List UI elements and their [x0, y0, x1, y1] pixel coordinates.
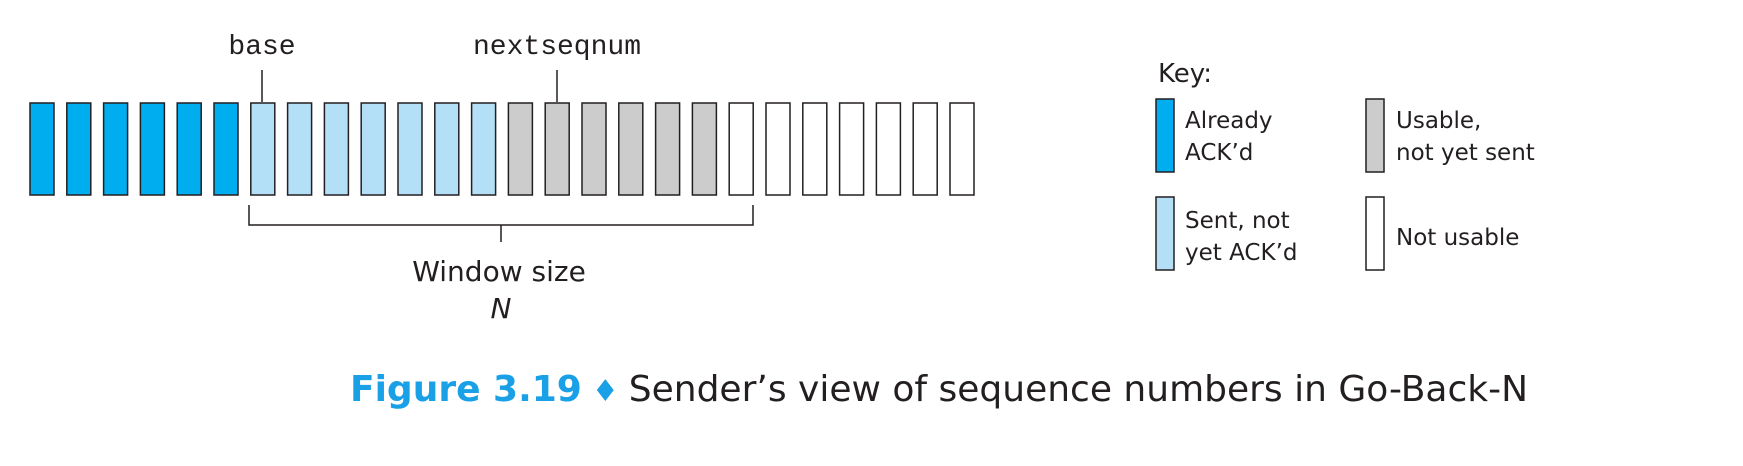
- key-item-sent: Sent, not yet ACK’d: [1155, 196, 1297, 271]
- key-item-already-acked: Already ACK’d: [1155, 98, 1273, 173]
- sequence-slot-acked: [213, 102, 239, 196]
- sequence-slot-sent: [397, 102, 423, 196]
- sequence-slots: [29, 102, 975, 196]
- sequence-slot-acked: [102, 102, 129, 196]
- sequence-slot-acked: [176, 102, 202, 196]
- sequence-slot-usable: [618, 102, 644, 196]
- sequence-slot-usable: [507, 102, 534, 196]
- key-swatch-usable: [1365, 98, 1385, 173]
- sequence-slot-acked: [139, 102, 166, 196]
- sequence-slot-sent: [360, 102, 386, 196]
- figure-caption-text: Sender’s view of sequence numbers in Go-…: [628, 369, 1529, 410]
- key-title: Key:: [1158, 59, 1212, 89]
- key-label-sent-line2: yet ACK’d: [1185, 240, 1297, 266]
- key-label-usable-line2: not yet sent: [1396, 140, 1535, 166]
- window-size-label: Window size: [412, 255, 586, 288]
- key-swatch-not-usable: [1365, 196, 1385, 271]
- sequence-slot-sent: [323, 102, 350, 196]
- sequence-slot-acked: [29, 102, 55, 196]
- sequence-slot-notusable: [765, 102, 791, 196]
- window-size-variable: N: [491, 292, 512, 325]
- base-label: base: [228, 32, 295, 63]
- sequence-slot-acked: [66, 102, 92, 196]
- key-label-sent-line1: Sent, not: [1185, 208, 1290, 234]
- sequence-slot-notusable: [875, 102, 902, 196]
- sequence-slot-usable: [581, 102, 607, 196]
- figure-caption: Figure 3.19 ♦ Sender’s view of sequence nu…: [350, 355, 1743, 425]
- sequence-slot-usable: [654, 102, 681, 196]
- sequence-slot-sent: [286, 102, 313, 196]
- key-label-acked-line1: Already: [1185, 108, 1273, 134]
- key-label-acked-line2: ACK’d: [1185, 140, 1253, 166]
- diamond-icon: ♦: [591, 374, 619, 409]
- figure-number: Figure 3.19: [350, 369, 582, 410]
- sequence-slot-sent: [250, 102, 276, 196]
- sequence-slot-notusable: [838, 102, 865, 196]
- key-swatch-sent: [1155, 196, 1175, 271]
- sequence-slot-usable: [691, 102, 718, 196]
- nextseqnum-label: nextseqnum: [473, 32, 641, 63]
- sequence-slot-usable: [544, 102, 570, 196]
- sequence-slot-notusable: [802, 102, 828, 196]
- key-item-not-usable: Not usable: [1365, 196, 1519, 271]
- sequence-slot-sent: [470, 102, 497, 196]
- sequence-slot-notusable: [912, 102, 938, 196]
- sequence-slot-sent: [434, 102, 460, 196]
- key-swatch-acked: [1155, 98, 1175, 173]
- key-label-not-usable: Not usable: [1396, 225, 1519, 251]
- window-bracket: [248, 205, 754, 242]
- sequence-slot-notusable: [728, 102, 754, 196]
- key-label-usable-line1: Usable,: [1396, 108, 1481, 134]
- sequence-slot-notusable: [949, 102, 975, 196]
- key-item-usable: Usable, not yet sent: [1365, 98, 1535, 173]
